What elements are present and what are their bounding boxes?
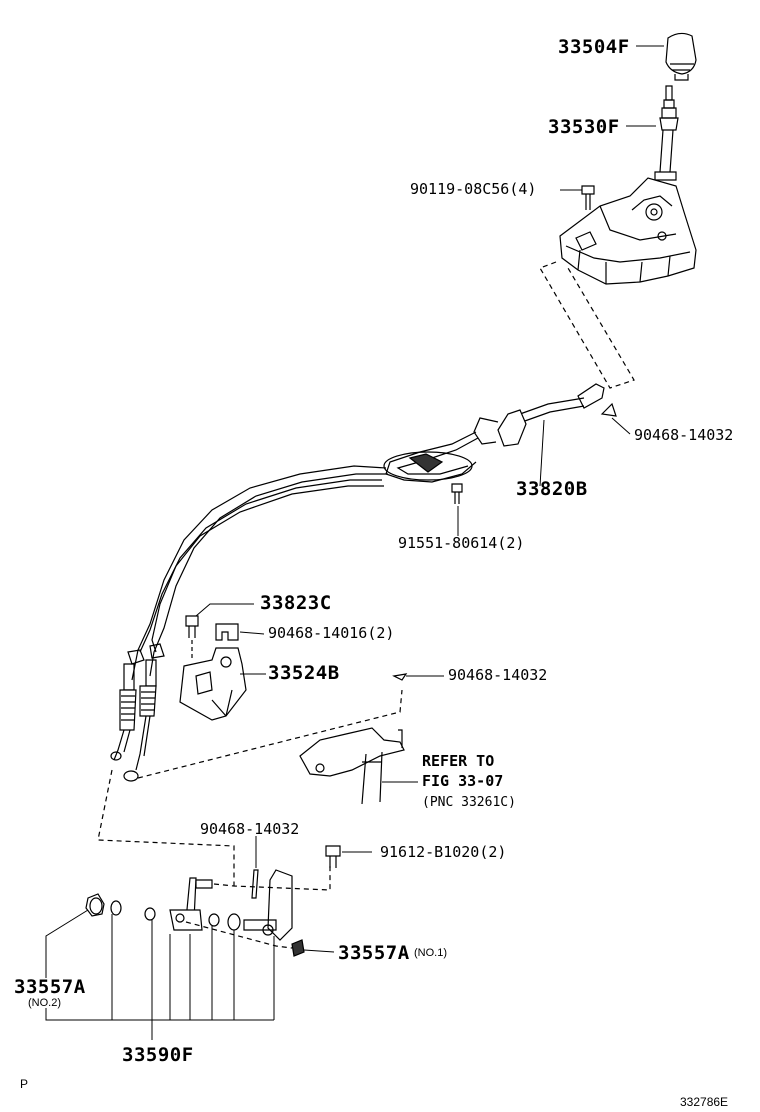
part-label-33823C: 33823C [260,592,332,614]
bolt-icon [451,483,463,504]
part-label-33504F: 33504F [558,36,630,58]
clip-icon [600,402,617,417]
shift-knob-icon [665,32,697,81]
leader-dashed [539,261,635,389]
leader-lines [45,45,664,1040]
select-lever-icon [169,866,331,941]
bolt-icon [185,615,199,638]
part-label-33820B: 33820B [516,478,588,500]
part-label-90468-b: 90468-14032 [448,666,548,684]
bracket-icon [179,647,247,721]
part-note-no1: (NO.1) [414,947,447,959]
refer-line-3: (PNC 33261C) [422,795,516,810]
leader-dashed [97,769,235,886]
clip-icon [392,673,408,681]
part-label-91612: 91612-B1020(2) [380,843,507,861]
refer-line-2: FIG 33-07 [422,772,504,790]
part-label-90119: 90119-08C56(4) [410,180,537,198]
washer-icon [144,907,156,921]
part-label-91551: 91551-80614(2) [398,534,525,552]
part-note-no2: (NO.2) [28,997,61,1009]
figure-id: 332786E [680,1095,729,1109]
refer-line-1: REFER TO [422,752,495,770]
part-label-33590F: 33590F [122,1044,194,1066]
shift-lever-icon [654,85,679,181]
washer-icon [208,913,220,927]
corner-mark-left: P [20,1077,29,1091]
leader-dashed [137,689,403,779]
bushing-icon [291,939,305,957]
bolt-icon [325,845,341,868]
part-label-90468-14016: 90468-14016(2) [268,624,395,642]
washer-icon [227,913,241,931]
part-label-33557A-no2: 33557A [14,976,86,998]
leader-dashed [185,921,293,949]
transmission-lever-icon [299,727,405,805]
part-label-33524B: 33524B [268,662,340,684]
part-label-90468-a: 90468-14032 [634,426,734,444]
bushing-icon [85,893,105,917]
clip-icon [215,623,239,641]
part-label-33530F: 33530F [548,116,620,138]
shift-lever-housing-icon [559,177,697,285]
bolt-icon [581,185,595,210]
part-label-33557A-no1: 33557A [338,942,410,964]
shift-cable-icon [110,383,605,782]
washer-icon [110,900,122,916]
part-label-90468-c: 90468-14032 [200,820,300,838]
